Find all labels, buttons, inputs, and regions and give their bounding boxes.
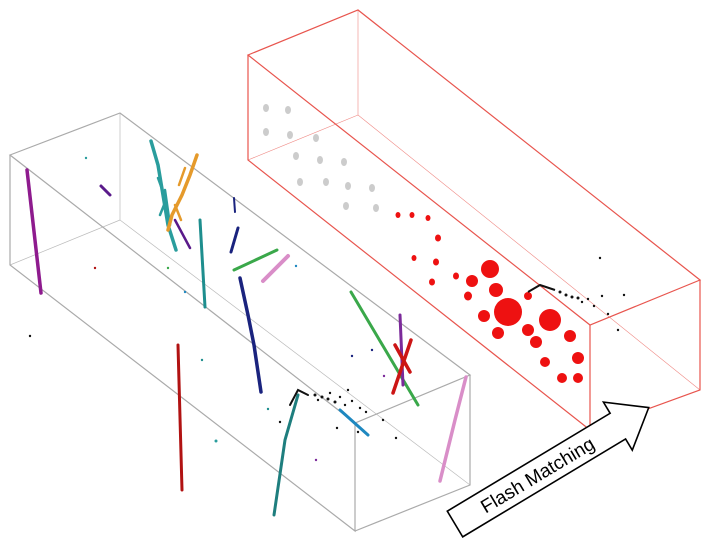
tpc-hits — [28, 156, 398, 462]
track-teal-bottom — [272, 393, 300, 517]
track-blue-short — [338, 408, 370, 437]
pmt-detector-box — [246, 9, 702, 432]
track-green-b — [349, 290, 420, 407]
track-purple-mid — [173, 218, 192, 250]
flash-matching-arrow-icon — [446, 401, 650, 538]
track-navy-short-b — [233, 197, 236, 213]
flash-matching-arrow: Flash Matching — [446, 401, 650, 538]
flash-matching-label: Flash Matching — [477, 434, 598, 518]
track-pink-right — [438, 375, 468, 483]
pmt-array-inactive — [263, 104, 379, 212]
track-black-left — [289, 388, 309, 406]
track-orange-shower — [166, 153, 199, 232]
track-navy-long — [238, 276, 263, 394]
pmt-matched-cluster — [527, 256, 626, 332]
tpc-detector-box — [8, 112, 472, 533]
track-purple-short — [99, 184, 112, 197]
track-red-cross — [391, 338, 413, 395]
tpc-tracks — [25, 139, 468, 517]
track-pink-short — [261, 254, 290, 283]
pmt-array-flash — [395, 212, 584, 383]
track-navy-short — [229, 226, 240, 254]
track-teal-long — [198, 218, 207, 309]
track-orange-shower-b — [173, 166, 187, 222]
track-purple-right — [398, 313, 405, 387]
track-green-a — [232, 248, 279, 272]
track-darkred-long — [176, 343, 184, 492]
track-purple-left — [25, 168, 43, 295]
